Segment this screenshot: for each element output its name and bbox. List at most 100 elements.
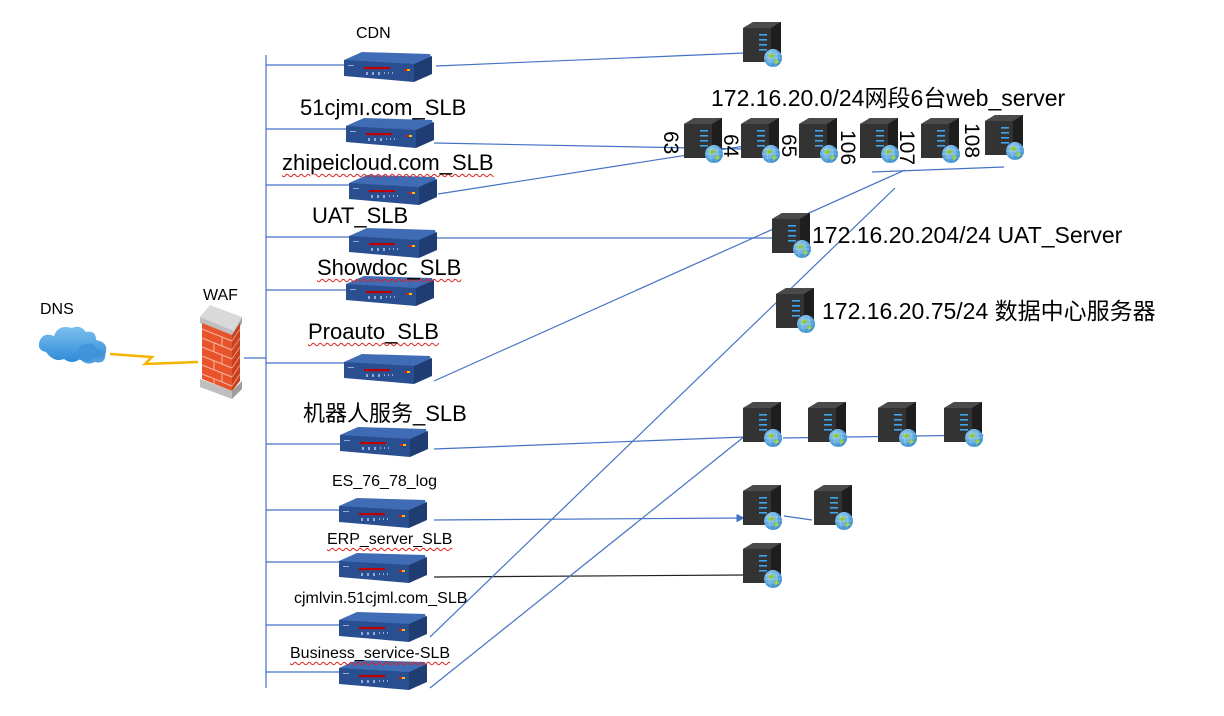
server-icon-w65[interactable] [798, 117, 839, 164]
nodes-layer [38, 21, 1025, 690]
firewall-mortar-line [201, 355, 233, 369]
router-icon-es[interactable] [339, 498, 427, 528]
server-icon-w63-symbol [683, 117, 724, 164]
connection-bolt-icon [109, 352, 199, 366]
web-server-number-107: 107 [895, 130, 918, 166]
lb-label-cdn: CDN [356, 25, 391, 42]
router-icon-robot[interactable] [340, 427, 428, 457]
server-icon-r3-symbol [877, 401, 918, 448]
server-icon-w65-symbol [798, 117, 839, 164]
firewall-mortar-line [201, 328, 233, 342]
link-robot-to-server1 [433, 436, 746, 450]
router-icon-uat[interactable] [349, 228, 437, 258]
router-icon-cdn[interactable] [344, 52, 432, 82]
router-icon-robot-symbol [340, 427, 428, 457]
firewall-mortar-line [231, 355, 241, 369]
server-icon-e2[interactable] [813, 484, 854, 531]
link-proauto-to-web107 [433, 169, 906, 382]
router-icon-es-symbol [339, 498, 427, 528]
router-icon-51cjml-symbol [346, 118, 434, 148]
link-business-to-robot-server1 [429, 435, 746, 689]
lb-label-proauto-text: Proauto_SLB [308, 319, 439, 344]
server-icon-w108-symbol [984, 114, 1025, 161]
web-group-label: 172.16.20.0/24网段6台web_server [711, 85, 1066, 111]
web-server-number-63: 63 [659, 131, 682, 155]
firewall-mortar-line [231, 373, 241, 387]
link-es-server1-to-server2 [783, 515, 813, 521]
lb-label-showdoc: Showdoc_SLB [317, 257, 461, 279]
router-icon-erp-symbol [339, 553, 427, 583]
firewall-cap-top [200, 305, 242, 331]
router-icon-business[interactable] [339, 660, 427, 690]
router-icon-showdoc[interactable] [346, 276, 434, 306]
lb-label-cjmlvin: cjmlvin.51cjml.com_SLB [294, 590, 468, 607]
server-icon-e1[interactable] [742, 484, 783, 531]
router-icon-zhipeicloud[interactable] [349, 175, 437, 205]
firewall-icon[interactable] [200, 305, 242, 399]
router-icon-cjmlvin[interactable] [339, 612, 427, 642]
lb-label-business-text: Business_service-SLB [290, 645, 451, 662]
lb-label-proauto: Proauto_SLB [308, 321, 439, 343]
lb-label-zhipeicloud: zhipeicloud.com_SLB [282, 152, 494, 174]
router-icon-cdn-symbol [344, 52, 432, 82]
server-icon-cdn[interactable] [742, 21, 783, 68]
waf-label: WAF [203, 287, 238, 304]
router-icon-erp[interactable] [339, 553, 427, 583]
web-server-number-106: 106 [836, 130, 859, 166]
link-cdn-to-server [435, 52, 745, 67]
server-icon-dc-symbol [775, 287, 816, 334]
server-icon-uat[interactable] [771, 212, 812, 259]
server-icon-w107[interactable] [920, 117, 961, 164]
server-icon-r2[interactable] [807, 401, 848, 448]
firewall-base-side [232, 381, 242, 399]
firewall-mortar-line [231, 346, 241, 360]
lb-label-business: Business_service-SLB [290, 646, 450, 662]
server-icon-r3[interactable] [877, 401, 918, 448]
server-icon-w107-symbol [920, 117, 961, 164]
firewall-mortar-line [201, 346, 233, 360]
server-icon-w106[interactable] [859, 117, 900, 164]
firewall-mortar-line [201, 373, 233, 387]
uat-server-label: 172.16.20.204/24 UAT_Server [812, 222, 1123, 248]
cloud-icon[interactable] [38, 326, 107, 364]
server-icon-r1[interactable] [742, 401, 783, 448]
server-icon-w64[interactable] [740, 117, 781, 164]
web-server-bus-line [871, 166, 1005, 173]
router-icon-proauto[interactable] [344, 354, 432, 384]
router-icon-51cjml[interactable] [346, 118, 434, 148]
server-icon-w106-symbol [859, 117, 900, 164]
firewall-mortar-line [201, 364, 233, 378]
web-server-number-65: 65 [777, 134, 800, 158]
router-icon-business-symbol [339, 660, 427, 690]
firewall-mortar-line [231, 364, 241, 378]
datacenter-server-label: 172.16.20.75/24 数据中心服务器 [822, 298, 1156, 324]
server-icon-w108[interactable] [984, 114, 1025, 161]
cloud-shape-front [77, 343, 106, 364]
web-server-number-64: 64 [719, 134, 742, 158]
link-cjmlvin-to-web107 [429, 187, 896, 638]
router-icon-proauto-symbol [344, 354, 432, 384]
dns-label: DNS [40, 301, 74, 318]
server-icon-w63[interactable] [683, 117, 724, 164]
link-es-to-server1 [433, 513, 745, 523]
router-icon-uat-symbol [349, 228, 437, 258]
lb-label-robot: 机器人服务_SLB [303, 401, 467, 426]
router-icon-cjmlvin-symbol [339, 612, 427, 642]
router-icon-showdoc-symbol [346, 276, 434, 306]
server-icon-e1-symbol [742, 484, 783, 531]
server-icon-cdn-symbol [742, 21, 783, 68]
firewall-mortar-line [201, 337, 233, 351]
firewall-base-front [200, 379, 232, 399]
lb-label-es: ES_76_78_log [332, 473, 437, 490]
firewall-cap-front [200, 317, 234, 337]
server-icon-r4[interactable] [943, 401, 984, 448]
lb-label-uat: UAT_SLB [312, 203, 409, 228]
lb-label-erp-text: ERP_server_SLB [327, 531, 453, 548]
web-server-number-108: 108 [960, 123, 983, 159]
server-icon-r2-symbol [807, 401, 848, 448]
firewall-mortar-line [231, 328, 241, 342]
server-icon-erp[interactable] [742, 542, 783, 589]
server-icon-dc[interactable] [775, 287, 816, 334]
